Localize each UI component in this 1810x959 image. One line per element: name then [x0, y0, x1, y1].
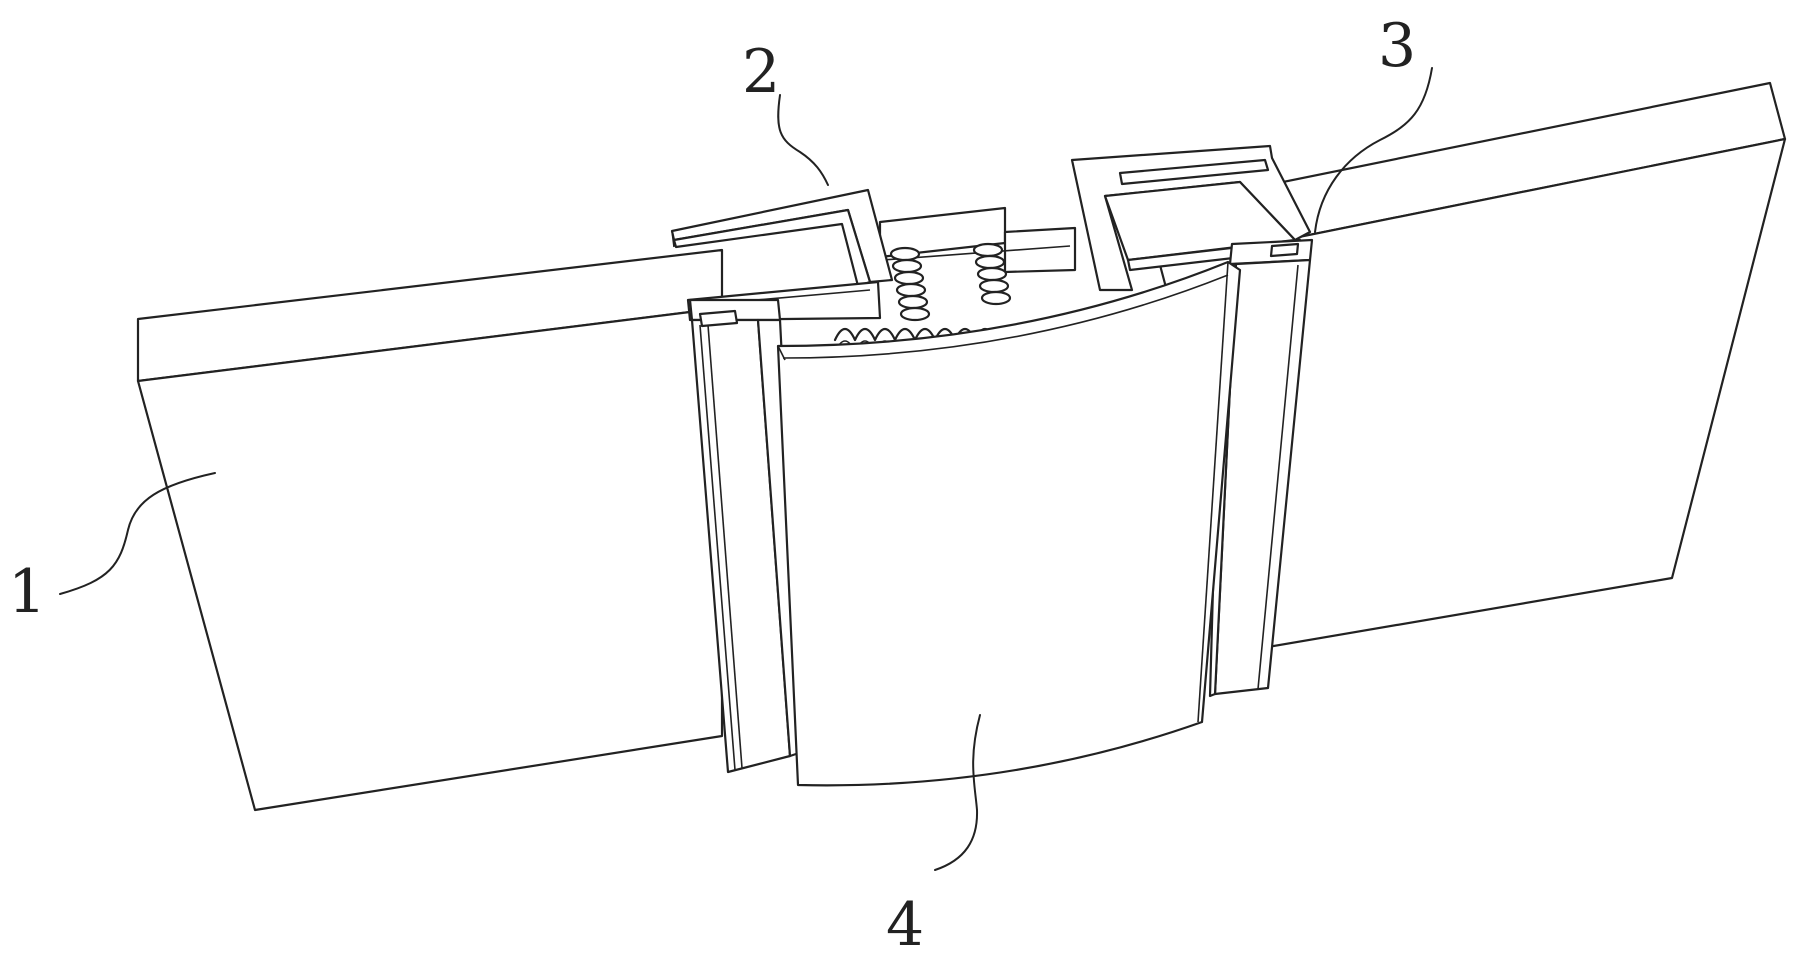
- leader-line-4: [934, 714, 981, 871]
- leader-line-1: [59, 472, 216, 595]
- left-spring: [889, 246, 931, 322]
- callout-label-2: 2: [742, 37, 780, 107]
- leader-line-2: [777, 94, 829, 186]
- right-spring: [972, 242, 1012, 306]
- callout-label-1: 1: [8, 557, 46, 627]
- curved-cover-plate: [776, 260, 1242, 787]
- left-panel: [136, 248, 724, 812]
- leader-lines: [59, 67, 1433, 871]
- callout-labels: 1 2 3 4: [8, 11, 1416, 959]
- callout-label-3: 3: [1378, 11, 1416, 81]
- callout-label-4: 4: [886, 890, 924, 959]
- leader-line-3: [1314, 67, 1433, 233]
